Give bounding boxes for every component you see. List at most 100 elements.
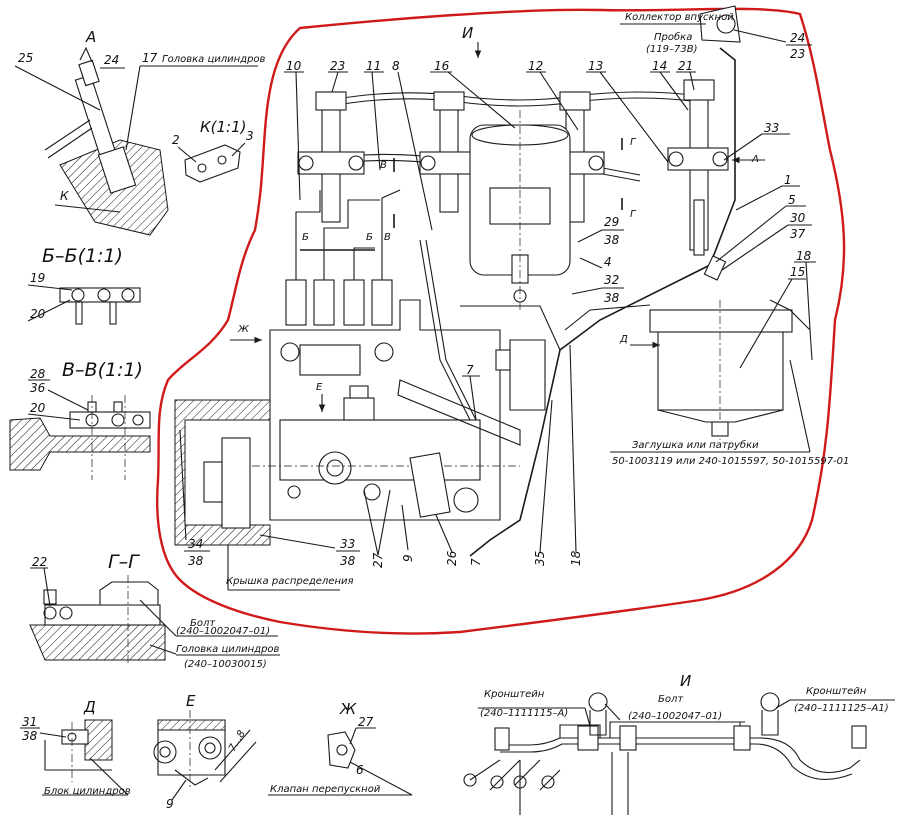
main-assembly: И Коллектор впускной Пробка (119–73В) 24…	[174, 5, 849, 591]
sec-mark-g-1: Г	[630, 137, 637, 148]
part-14: 14	[652, 59, 667, 73]
label-bracket-1-code: (240–1111115–А)	[480, 708, 568, 719]
sec-mark-zh: Ж	[237, 324, 250, 335]
part-16: 16	[434, 59, 450, 73]
label-bracket-1: Кронштейн	[484, 689, 545, 700]
view-zh: Ж 27 6 Клапан перепускной	[268, 700, 413, 796]
sec-mark-b-1: Б	[302, 232, 309, 243]
injector-4	[667, 79, 729, 256]
part-38-e: 38	[340, 554, 356, 568]
section-bb-title: Б–Б(1:1)	[42, 245, 123, 267]
section-zh-title: Ж	[339, 700, 357, 718]
part-26: 26	[445, 550, 459, 566]
part-9-e: 9	[166, 797, 174, 811]
part-38-a: 38	[604, 233, 620, 247]
label-dim-7-8: 7...8	[227, 729, 248, 754]
part-34: 34	[188, 537, 203, 551]
sec-mark-v: В	[380, 160, 387, 171]
part-1: 1	[784, 173, 792, 187]
label-cylinder-head: Головка цилиндров	[162, 54, 266, 65]
label-bolt-2: Болт	[658, 694, 684, 705]
part-27: 27	[371, 552, 385, 568]
section-k-title: К(1:1)	[200, 118, 247, 136]
part-25: 25	[18, 51, 33, 65]
view-i-bottom: И Кронштейн (240–1111115–А) Болт (240–10…	[463, 672, 895, 815]
part-21: 21	[678, 59, 693, 73]
injector-1	[297, 91, 365, 223]
label-plug-or-pipe: Заглушка или патрубки	[632, 439, 759, 451]
part-10: 10	[286, 59, 302, 73]
part-18-b: 18	[569, 550, 583, 566]
injector-2	[419, 91, 481, 213]
sec-mark-g-2: Г	[630, 209, 637, 220]
label-intake-manifold: Коллектор впускной	[625, 12, 734, 23]
red-highlight-outline	[155, 7, 846, 635]
part-35: 35	[533, 551, 547, 566]
part-27-zh: 27	[358, 715, 374, 729]
part-8: 8	[392, 59, 400, 73]
sec-mark-b-2: Б	[366, 232, 373, 243]
label-cyl-head-2: Головка цилиндров	[176, 644, 280, 655]
part-33-b: 33	[340, 537, 355, 551]
label-bolt-2-code: (240–1002047–01)	[628, 711, 722, 722]
label-bracket-2: Кронштейн	[806, 686, 867, 697]
part-36: 36	[30, 381, 46, 395]
label-cyl-head-2-code: (240–10030015)	[184, 659, 267, 670]
section-k-mark: К	[60, 189, 69, 203]
injection-pump: Б Б В	[252, 189, 520, 521]
distribution-cover: Крышка распределения	[174, 399, 354, 591]
section-gg: Г–Г 22 Болт (240–1002047–01) Головка цил…	[29, 551, 280, 670]
part-38-d: 38	[22, 729, 38, 743]
section-i-top-title: И	[462, 24, 473, 42]
fine-fuel-filter	[469, 110, 571, 310]
part-29: 29	[604, 215, 619, 229]
part-17: 17	[142, 51, 158, 65]
part-3: 3	[246, 129, 254, 143]
view-e: Е 9 7...8	[153, 692, 257, 811]
part-32: 32	[604, 273, 619, 287]
coarse-fuel-filter	[649, 300, 793, 440]
part-5: 5	[788, 193, 796, 207]
label-plug: Пробка	[654, 31, 692, 43]
part-15: 15	[790, 265, 805, 279]
part-11: 11	[366, 59, 381, 73]
part-33-a: 33	[764, 121, 779, 135]
part-18-a: 18	[796, 249, 812, 263]
part-31: 31	[22, 715, 37, 729]
part-37: 37	[790, 227, 806, 241]
view-k: К(1:1) 2 3	[172, 118, 254, 183]
section-bb: Б–Б(1:1) 19 20	[27, 245, 141, 325]
part-30: 30	[790, 211, 806, 225]
part-38-c: 38	[188, 554, 204, 568]
section-gg-title: Г–Г	[108, 551, 140, 573]
part-12: 12	[528, 59, 543, 73]
part-22: 22	[32, 555, 47, 569]
label-bypass-valve: Клапан перепускной	[270, 784, 381, 795]
part-24-a: 24	[104, 53, 119, 67]
label-cylinder-block: Блок цилиндров	[44, 786, 131, 797]
sec-mark-d: Д	[619, 334, 628, 345]
part-2: 2	[172, 133, 180, 147]
view-a-injector: А 25 24 17 Головка цилиндров К	[14, 28, 266, 236]
part-19: 19	[30, 271, 45, 285]
part-13: 13	[588, 59, 603, 73]
part-20-b: 20	[30, 401, 46, 415]
part-9: 9	[401, 554, 415, 562]
part-28: 28	[30, 367, 46, 381]
view-d: Д 31 38 Блок цилиндров	[20, 698, 131, 797]
part-7: 7	[466, 363, 474, 377]
label-bolt-1-code: (240–1002047–01)	[176, 626, 270, 637]
part-7-b: 7	[469, 558, 483, 566]
label-bracket-2-code: (240–1111125–А1)	[794, 703, 889, 714]
part-6: 6	[356, 763, 364, 777]
part-4: 4	[604, 255, 612, 269]
label-distribution-cover: Крышка распределения	[226, 576, 354, 587]
part-24-b: 24	[790, 31, 805, 45]
label-plug-code: (119–73В)	[646, 44, 697, 55]
sec-mark-v-2: В	[384, 232, 391, 243]
section-d-title: Д	[83, 698, 96, 716]
part-38-b: 38	[604, 291, 620, 305]
label-bolt-1: Болт	[190, 618, 216, 629]
part-23-b: 23	[790, 47, 805, 61]
